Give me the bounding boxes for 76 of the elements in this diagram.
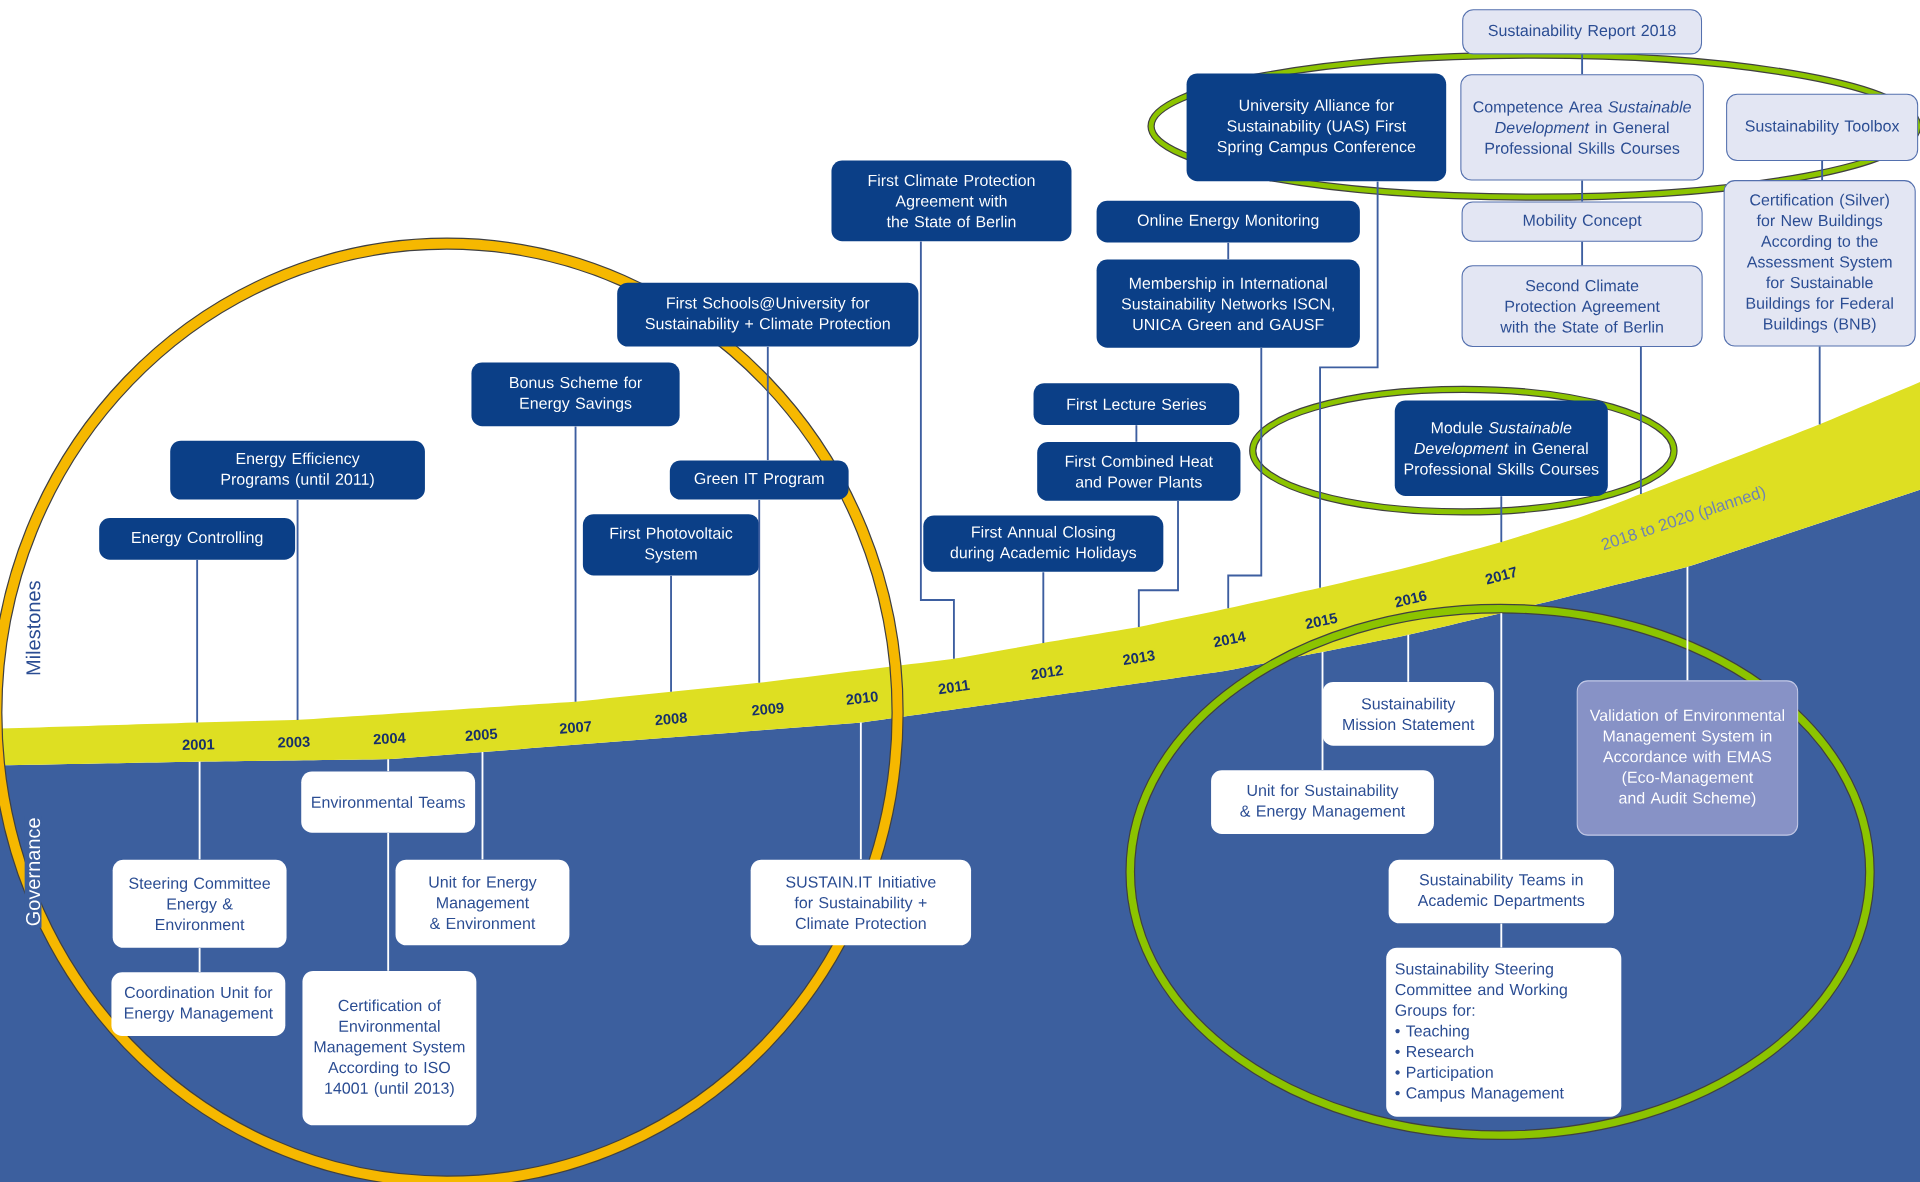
year-label: 2008 [652, 710, 690, 727]
connector-line [1227, 241, 1230, 261]
planned-box: Sustainability Toolbox [1726, 93, 1919, 161]
connector-line [296, 498, 299, 721]
connector-line [766, 345, 769, 462]
connector-line [919, 240, 955, 660]
connector-line [1581, 240, 1584, 267]
milestone-box: Bonus Scheme for Energy Savings [471, 362, 680, 427]
connector-line [859, 721, 862, 861]
planned-box: Competence Area Sustainable Development in General Professional Skills Courses [1460, 74, 1704, 181]
milestone-box: Energy Controlling [99, 518, 296, 560]
connector-line [1137, 500, 1179, 628]
connector-line [1500, 495, 1503, 544]
year-label: 2003 [276, 735, 312, 750]
year-label: 2005 [463, 726, 500, 743]
governance-box: Sustainability Teams in Academic Departments [1388, 859, 1614, 924]
governance-box: Environmental Teams [301, 771, 476, 833]
planned-governance-box: Validation of Environmental Management System in Accordance with EMAS (Eco-Management and Audit Scheme) [1576, 680, 1799, 836]
connector-line [670, 574, 672, 693]
year-label: 2010 [843, 689, 881, 707]
milestone-box: Module Sustainable Development in General Professional Skills Courses [1394, 400, 1608, 496]
connector-line [1227, 347, 1263, 610]
connector-line [198, 947, 201, 973]
governance-box: Steering Committee Energy & Environment [112, 859, 287, 948]
year-label: 2017 [1482, 564, 1521, 587]
governance-box: Unit for Energy Management & Environment [395, 859, 570, 946]
planned-box: Second Climate Protection Agreement with the State of Berlin [1461, 265, 1703, 348]
milestone-box: First Lecture Series [1033, 383, 1240, 425]
year-label: 2012 [1028, 663, 1066, 682]
connector-line [387, 832, 390, 972]
connector-line [1821, 160, 1824, 182]
connector-line [1686, 566, 1689, 682]
connector-line [1818, 345, 1821, 426]
governance-box: SUSTAIN.IT Initiative for Sustainability + Climate Protection [750, 859, 972, 946]
connector-line [1135, 424, 1138, 443]
connector-line [1321, 650, 1324, 771]
governance-box: Unit for Sustainability & Energy Management [1211, 770, 1434, 834]
planned-box: Mobility Concept [1461, 201, 1703, 242]
connector-line [574, 425, 577, 703]
connector-line [1500, 612, 1503, 861]
governance-box: Sustainability Steering Committee and Working Groups for: • Teaching • Research • Participation • Campus Management [1386, 947, 1622, 1117]
connector-line [196, 558, 199, 724]
milestone-box: First Photovoltaic System [582, 514, 760, 576]
connector-line [387, 758, 390, 773]
connector-line [481, 751, 484, 861]
connector-line [1581, 179, 1584, 203]
milestone-box: University Alliance for Sustainability (UAS) First Spring Campus Conference [1186, 73, 1447, 182]
year-label: 2014 [1210, 629, 1248, 650]
year-label: 2009 [749, 700, 786, 718]
milestone-box: Green IT Program [669, 460, 849, 500]
planned-box: Certification (Silver) for New Buildings According to the Assessment System for Sustainable Buildings for Federal Buildings (BNB) [1723, 180, 1916, 347]
milestone-box: First Schools@University for Sustainability + Climate Protection [617, 282, 919, 347]
milestone-box: First Annual Closing during Academic Holidays [923, 515, 1164, 572]
milestone-box: First Combined Heat and Power Plants [1037, 442, 1241, 501]
year-label: 2004 [371, 730, 408, 746]
connector-line [1500, 922, 1503, 949]
connector-line [758, 498, 761, 684]
planned-box: Sustainability Report 2018 [1462, 9, 1703, 55]
connector-line [1319, 180, 1379, 589]
year-label: 2015 [1302, 610, 1340, 631]
connector-line [1407, 633, 1410, 683]
year-label: 2011 [935, 678, 972, 696]
governance-box: Sustainability Mission Statement [1322, 682, 1494, 746]
year-label: 2007 [557, 719, 594, 736]
governance-box: Certification of Environmental Management System According to ISO 14001 (until 2013) [302, 971, 477, 1126]
connector-line [198, 760, 201, 861]
year-label: 2013 [1120, 648, 1158, 667]
milestone-box: First Climate Protection Agreement with the State of Berlin [831, 160, 1072, 242]
milestone-box: Online Energy Monitoring [1096, 200, 1360, 243]
section-label: Milestones [24, 579, 42, 678]
milestone-box: Energy Efficiency Programs (until 2011) [170, 440, 425, 500]
connector-line [1042, 571, 1045, 644]
governance-box: Coordination Unit for Energy Management [111, 972, 286, 1036]
year-label: 2016 [1392, 588, 1430, 610]
connector-line [1581, 53, 1584, 76]
milestone-box: Membership in International Sustainability Networks ISCN, UNICA Green and GAUSF [1096, 259, 1360, 348]
